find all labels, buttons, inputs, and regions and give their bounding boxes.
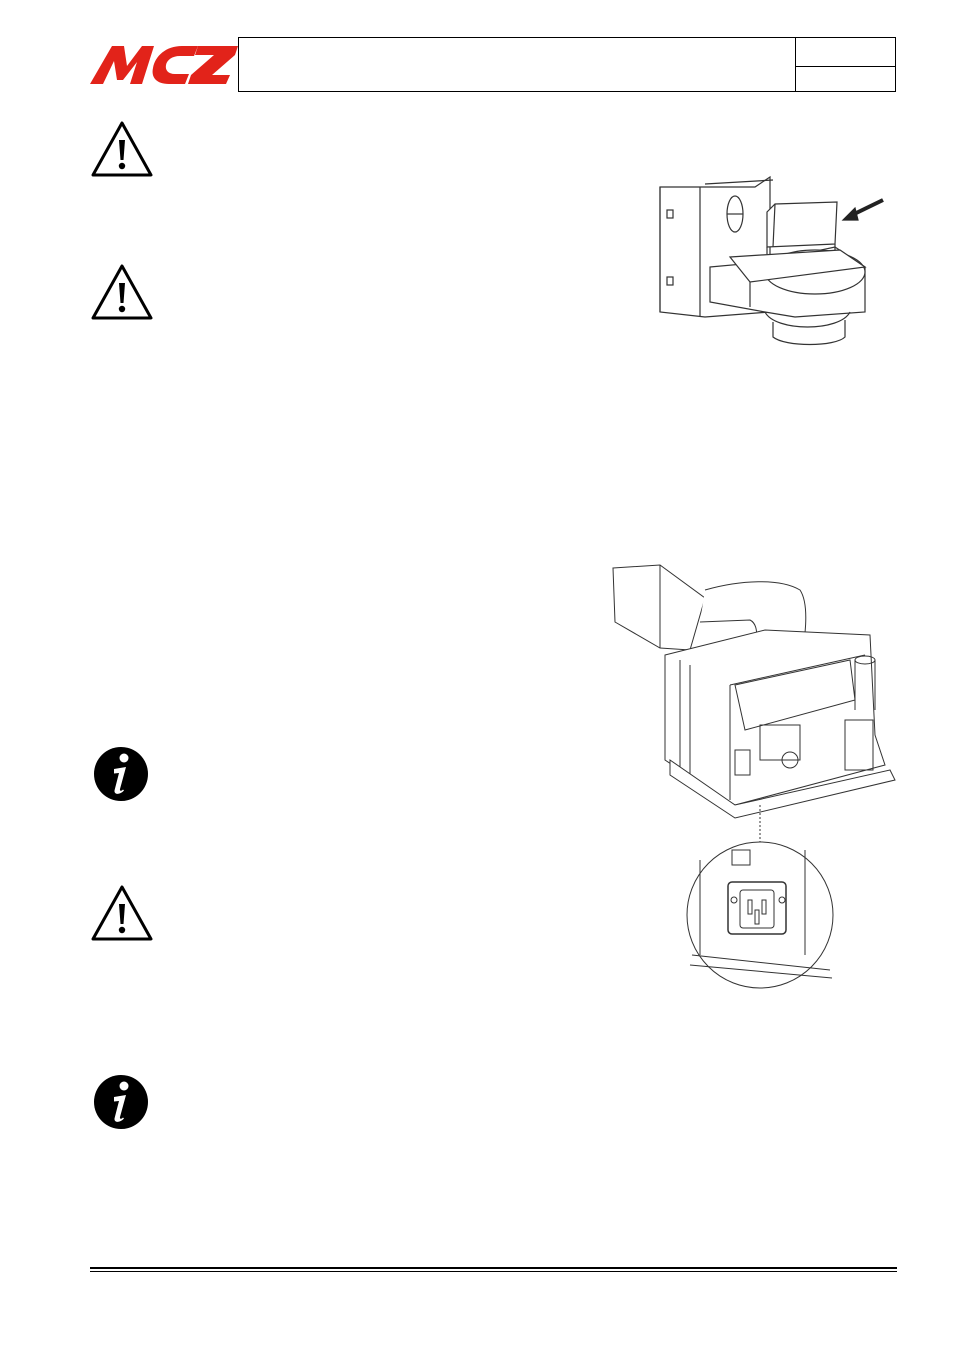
header-divider xyxy=(795,37,796,92)
header-title-box xyxy=(238,37,896,92)
warning-triangle-icon xyxy=(90,884,154,942)
header-divider xyxy=(795,66,896,67)
mcz-logo xyxy=(90,44,238,86)
footer-rule xyxy=(90,1271,897,1272)
warning-triangle-icon xyxy=(90,263,154,321)
warning-triangle-icon xyxy=(90,120,154,178)
smoke-extraction-fan-figure xyxy=(655,172,895,347)
footer-rule xyxy=(90,1267,897,1269)
info-circle-icon xyxy=(92,745,150,803)
stove-rear-figure xyxy=(610,560,900,992)
info-circle-icon xyxy=(92,1073,150,1131)
